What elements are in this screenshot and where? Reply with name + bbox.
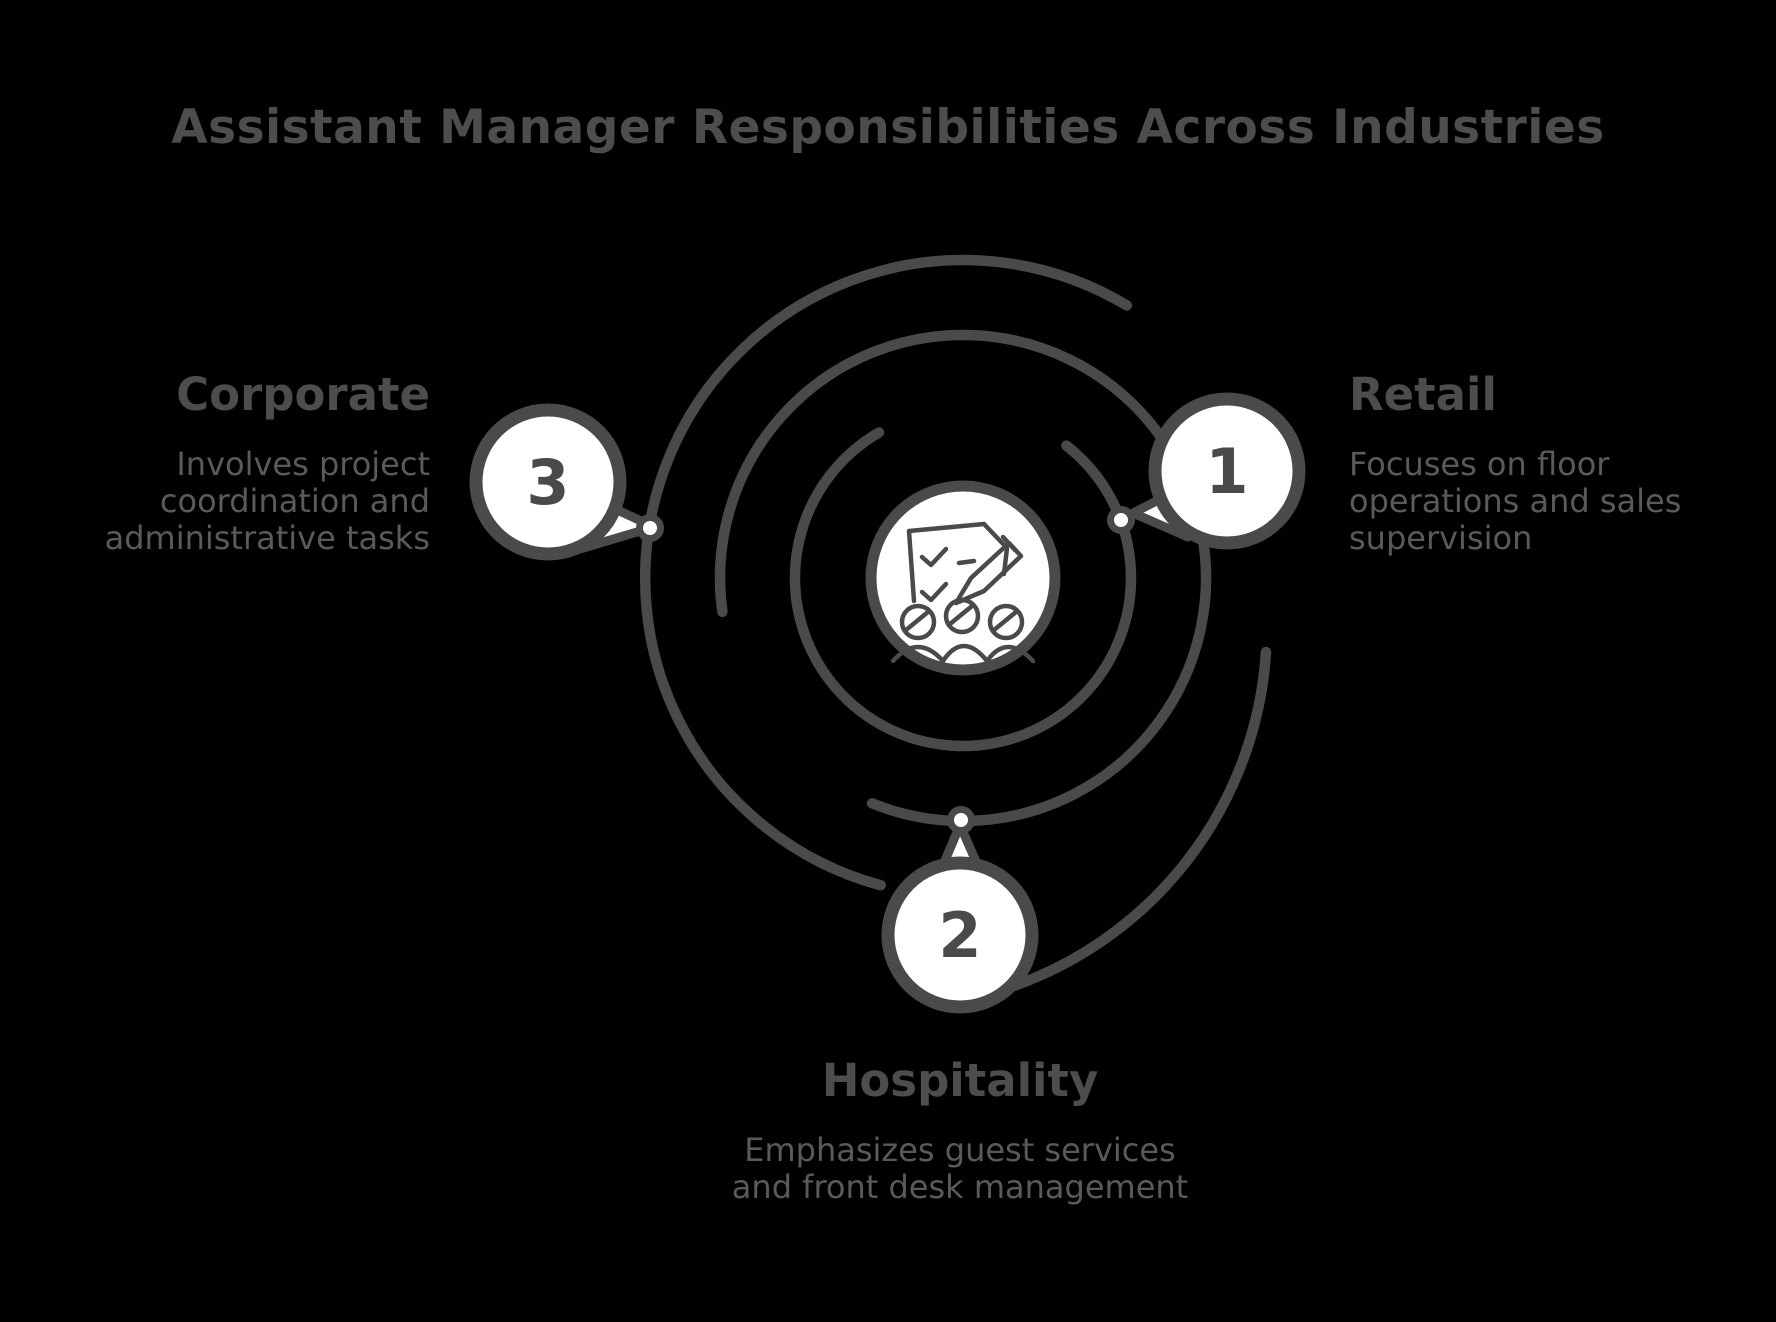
retail-heading: Retail [1349,368,1497,421]
node-bubble-2 [881,856,1039,1014]
hospitality-label-block: Hospitality Emphasizes guest services an… [510,1056,1410,1206]
orbit-middle [714,329,1212,827]
corporate-description: Involves project coordination and admini… [10,446,430,557]
corporate-description-line: administrative tasks [104,519,430,557]
hospitality-description-line: Emphasizes guest services [744,1131,1176,1169]
corporate-description-line: Involves project [176,445,430,483]
center-circle [865,480,1061,676]
node-number-1: 1 [1205,435,1248,508]
retail-label-block: Retail Focuses on floor operations and s… [1349,370,1769,557]
retail-description-line: supervision [1349,519,1533,557]
node-number-3: 3 [526,446,569,519]
page-title: Assistant Manager Responsibilities Acros… [171,100,1605,155]
hospitality-heading: Hospitality [821,1054,1099,1107]
connector-dot-1 [1107,506,1135,534]
corporate-description-line: coordination and [159,482,430,520]
connector-dot-2 [947,806,975,834]
node-bubble-1 [1148,392,1306,550]
orbit-outer [639,254,1133,891]
checklist-team-icon [890,521,1036,664]
retail-description: Focuses on floor operations and sales su… [1349,446,1769,557]
node-bubble-3 [469,403,627,561]
orbit-spiral-tail [1002,646,1272,994]
connector-dot-3 [636,514,664,542]
retail-description-line: operations and sales [1349,482,1682,520]
corporate-label-block: Corporate Involves project coordination … [10,370,430,557]
node-number-2: 2 [938,899,981,972]
orbit-inner [789,427,1137,752]
hospitality-description: Emphasizes guest services and front desk… [510,1132,1410,1206]
corporate-heading: Corporate [176,368,430,421]
retail-description-line: Focuses on floor [1349,445,1610,483]
hospitality-description-line: and front desk management [731,1168,1189,1206]
